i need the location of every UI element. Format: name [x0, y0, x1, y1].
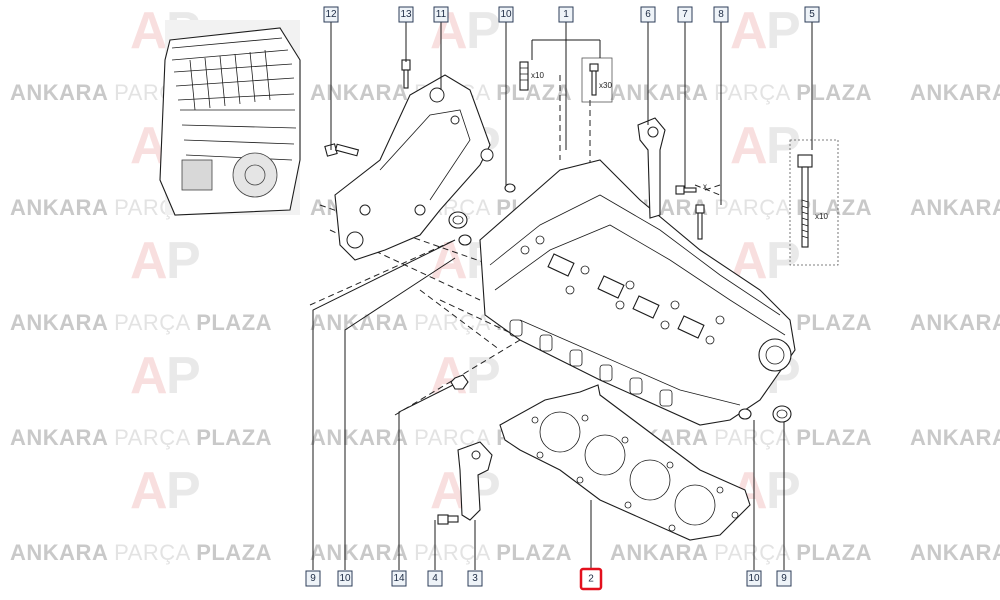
callout-5[interactable]: 5 [804, 6, 820, 23]
svg-text:9: 9 [781, 573, 787, 584]
callout-10-bottom-right[interactable]: 10 [746, 570, 762, 587]
long-bolt-5: x10 [789, 139, 839, 266]
callout-10-bottom-left[interactable]: 10 [337, 570, 353, 587]
bolt-7: x [675, 182, 707, 195]
svg-text:10: 10 [500, 9, 512, 20]
bolt-8 [695, 204, 705, 240]
svg-text:P: P [466, 2, 501, 60]
svg-text:P: P [166, 462, 201, 520]
svg-text:9: 9 [310, 573, 316, 584]
dowel-10-right [738, 408, 752, 420]
watermark-logo: AP [430, 347, 501, 405]
svg-text:3: 3 [472, 573, 478, 584]
watermark-text: ANKARA PARÇA PLAZA [310, 540, 572, 565]
kit-bracket-lines [531, 22, 601, 150]
bolt-qty: x30 [599, 81, 612, 90]
svg-text:P: P [166, 347, 201, 405]
callout-layer: 12 13 11 10 1 6 7 8 5 9 10 14 4 3 2 10 9 [305, 6, 820, 591]
svg-text:A: A [130, 347, 168, 405]
watermark-logo: AP [730, 2, 801, 60]
watermark-text: ANKARA PARÇA PLAZA [910, 310, 1000, 335]
callout-4[interactable]: 4 [427, 570, 443, 587]
dowel-sleeve-9 [458, 234, 472, 246]
bolt-12 [324, 143, 360, 157]
watermark-text: ANKARA PARÇA PLAZA [910, 80, 1000, 105]
svg-text:4: 4 [432, 573, 438, 584]
callout-14[interactable]: 14 [391, 570, 407, 587]
dowel-kit-x10: x10 [519, 61, 544, 91]
svg-text:11: 11 [436, 9, 447, 20]
watermark-text: ANKARA PARÇA PLAZA [910, 195, 1000, 220]
svg-text:14: 14 [393, 573, 405, 584]
leader-lines [312, 22, 813, 570]
watermark-logo: AP [730, 117, 801, 175]
callout-10-top[interactable]: 10 [498, 6, 514, 23]
callout-13[interactable]: 13 [398, 6, 414, 23]
svg-text:1: 1 [563, 9, 569, 20]
svg-text:A: A [130, 462, 168, 520]
head-gasket-2 [499, 384, 751, 541]
watermark-text: ANKARA PARÇA PLAZA [10, 310, 272, 335]
bolt-13 [401, 59, 411, 89]
watermark-logo: AP [130, 347, 201, 405]
callout-7[interactable]: 7 [677, 6, 693, 23]
dowel-sleeve-10 [448, 211, 468, 229]
nut-14 [450, 374, 469, 390]
watermark-text: ANKARA PARÇA PLAZA [910, 425, 1000, 450]
svg-text:12: 12 [325, 9, 337, 20]
svg-text:A: A [730, 117, 768, 175]
watermark-logo: AP [730, 232, 801, 290]
dowel-10-top [504, 183, 516, 193]
callout-2-highlighted[interactable]: 2 [579, 567, 603, 591]
bracket-3 [457, 441, 493, 521]
watermark-text: ANKARA PARÇA PLAZA [610, 80, 872, 105]
watermark-text: ANKARA PARÇA PLAZA [910, 540, 1000, 565]
svg-text:P: P [766, 117, 801, 175]
lifting-eye-6 [637, 117, 666, 219]
callout-1[interactable]: 1 [558, 6, 574, 23]
callout-8[interactable]: 8 [713, 6, 729, 23]
watermark-text: ANKARA PARÇA PLAZA [10, 425, 272, 450]
svg-text:A: A [130, 2, 168, 60]
long-bolt-qty: x10 [815, 212, 828, 221]
svg-text:10: 10 [339, 573, 351, 584]
watermark-logo: AP [130, 232, 201, 290]
svg-text:6: 6 [645, 9, 651, 20]
callout-3[interactable]: 3 [467, 570, 483, 587]
callout-6[interactable]: 6 [640, 6, 656, 23]
watermark-text: ANKARA PARÇA PLAZA [610, 540, 872, 565]
watermark-logo: AP [130, 462, 201, 520]
callout-9-bottom-left[interactable]: 9 [305, 570, 321, 587]
svg-text:5: 5 [809, 9, 815, 20]
svg-text:P: P [766, 2, 801, 60]
callout-9-bottom-right[interactable]: 9 [776, 570, 792, 587]
svg-text:P: P [766, 232, 801, 290]
svg-text:A: A [130, 232, 168, 290]
svg-text:A: A [730, 2, 768, 60]
bolt-kit-x30: x30 [581, 57, 612, 103]
cylinder-head [479, 159, 796, 426]
watermark-text: ANKARA PARÇA PLAZA [10, 540, 272, 565]
engine-bracket [334, 74, 494, 261]
marker-x: x [703, 182, 707, 191]
dowel-qty: x10 [531, 71, 544, 80]
svg-text:7: 7 [682, 9, 688, 20]
svg-text:2: 2 [588, 574, 594, 585]
bolt-4 [437, 514, 459, 525]
callout-12[interactable]: 12 [323, 6, 339, 23]
svg-text:P: P [166, 232, 201, 290]
svg-text:10: 10 [748, 573, 760, 584]
callout-11[interactable]: 11 [433, 6, 449, 23]
engine-thumbnail [159, 20, 301, 216]
svg-text:8: 8 [718, 9, 724, 20]
plug-9-right [772, 405, 792, 423]
svg-text:P: P [466, 347, 501, 405]
svg-text:13: 13 [400, 9, 412, 20]
svg-text:P: P [766, 462, 801, 520]
